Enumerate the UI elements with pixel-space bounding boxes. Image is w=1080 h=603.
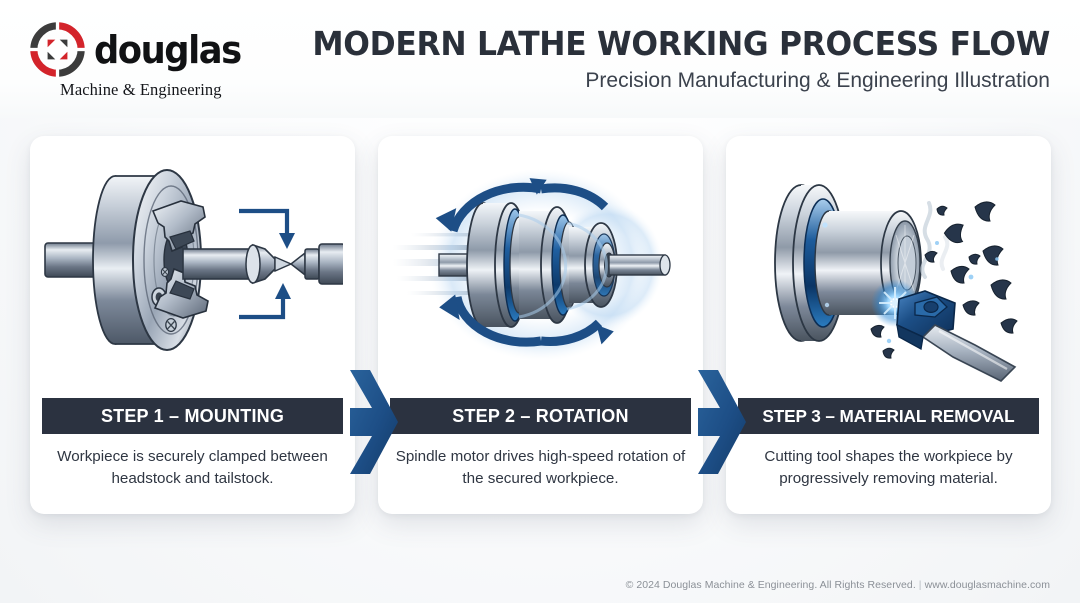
footer-separator: | [918,579,922,591]
step-3-band: STEP 3 – MATERIAL REMOVAL [738,398,1039,434]
brand-wordmark: douglas [94,27,242,72]
footer-website[interactable]: www.douglasmachine.com [924,579,1050,591]
step-1-band: STEP 1 – MOUNTING [42,398,343,434]
step-2-title: STEP 2 – ROTATION [452,405,629,426]
step-1-description: Workpiece is securely clamped between he… [57,448,328,488]
step-card-1[interactable]: STEP 1 – MOUNTING Workpiece is securely … [30,136,355,514]
chevron-right-icon [698,370,746,474]
brand-logo[interactable]: douglas Machine & Engineering [30,22,252,100]
douglas-logo-icon [30,22,85,77]
brand-tagline: Machine & Engineering [60,80,222,99]
title-block: MODERN LATHE WORKING PROCESS FLOW Precis… [260,26,1050,94]
step-2-description: Spindle motor drives high-speed rotation… [395,448,686,488]
page-subtitle: Precision Manufacturing & Engineering Il… [585,69,1050,93]
step-1-title: STEP 1 – MOUNTING [100,405,285,426]
cutting-tool-chip-removal-illustration [726,136,1051,394]
rotating-spindle-illustration [378,136,703,394]
footer: © 2024 Douglas Machine & Engineering. Al… [626,579,1050,591]
page-title: MODERN LATHE WORKING PROCESS FLOW [312,25,1050,63]
header-bar: douglas Machine & Engineering MODERN LAT… [0,0,1080,118]
three-jaw-chuck-mounting-illustration [30,136,355,394]
connector-2 [696,366,748,478]
chevron-right-icon [350,370,398,474]
step-card-3[interactable]: STEP 3 – MATERIAL REMOVAL Cutting tool s… [726,136,1051,514]
step-3-title: STEP 3 – MATERIAL REMOVAL [762,405,1015,426]
connector-1 [348,366,400,478]
step-2-band: STEP 2 – ROTATION [390,398,691,434]
step-3-description: Cutting tool shapes the workpiece by pro… [764,448,1013,488]
step-card-2[interactable]: STEP 2 – ROTATION Spindle motor drives h… [378,136,703,514]
process-steps-row: STEP 1 – MOUNTING Workpiece is securely … [0,136,1080,526]
footer-copyright: © 2024 Douglas Machine & Engineering. Al… [625,579,916,591]
